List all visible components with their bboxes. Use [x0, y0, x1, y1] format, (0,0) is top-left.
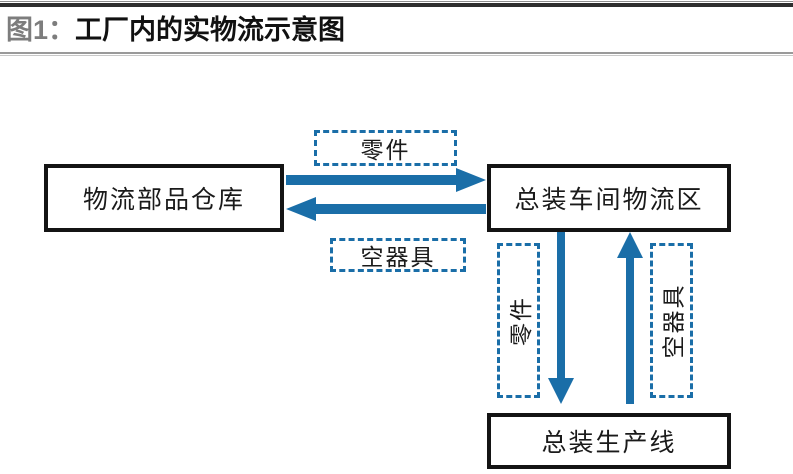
flow-label-empty-containers-text: 空器具 [360, 245, 436, 271]
header-rule-bottom-hairline [0, 55, 793, 56]
flow-diagram: 物流部品仓库 总装车间物流区 总装生产线 零件 空器具 零件 空器具 [0, 56, 793, 474]
flow-label-parts-top-text: 零件 [360, 138, 411, 164]
node-assembly-line: 总装生产线 [487, 413, 731, 469]
flow-label-parts-vertical: 零件 [497, 243, 540, 398]
node-assembly-line-label: 总装生产线 [541, 428, 677, 457]
node-assembly-logistics: 总装车间物流区 [487, 164, 731, 232]
flow-label-empty-vertical: 空器具 [650, 243, 693, 398]
header-rule-top-thick [0, 3, 793, 7]
arrow-parts-right [286, 168, 486, 192]
header-rule-top-thin [0, 1, 793, 2]
flow-label-parts-top: 零件 [314, 130, 457, 166]
page-title: 图1：工厂内的实物流示意图 [6, 13, 706, 47]
figure-title-text: 工厂内的实物流示意图 [75, 15, 346, 45]
flow-label-parts-vertical-text: 零件 [508, 295, 535, 346]
arrow-empty-left [286, 197, 486, 221]
flow-label-empty-vertical-text: 空器具 [661, 283, 688, 358]
arrow-parts-down [548, 232, 574, 404]
node-warehouse: 物流部品仓库 [44, 164, 284, 232]
header-rule-bottom [0, 52, 793, 54]
flow-label-empty-containers: 空器具 [330, 238, 466, 272]
arrow-empty-up [617, 232, 643, 404]
figure-number: 图1： [6, 15, 76, 45]
node-assembly-logistics-label: 总装车间物流区 [514, 185, 704, 214]
node-warehouse-label: 物流部品仓库 [82, 185, 245, 214]
